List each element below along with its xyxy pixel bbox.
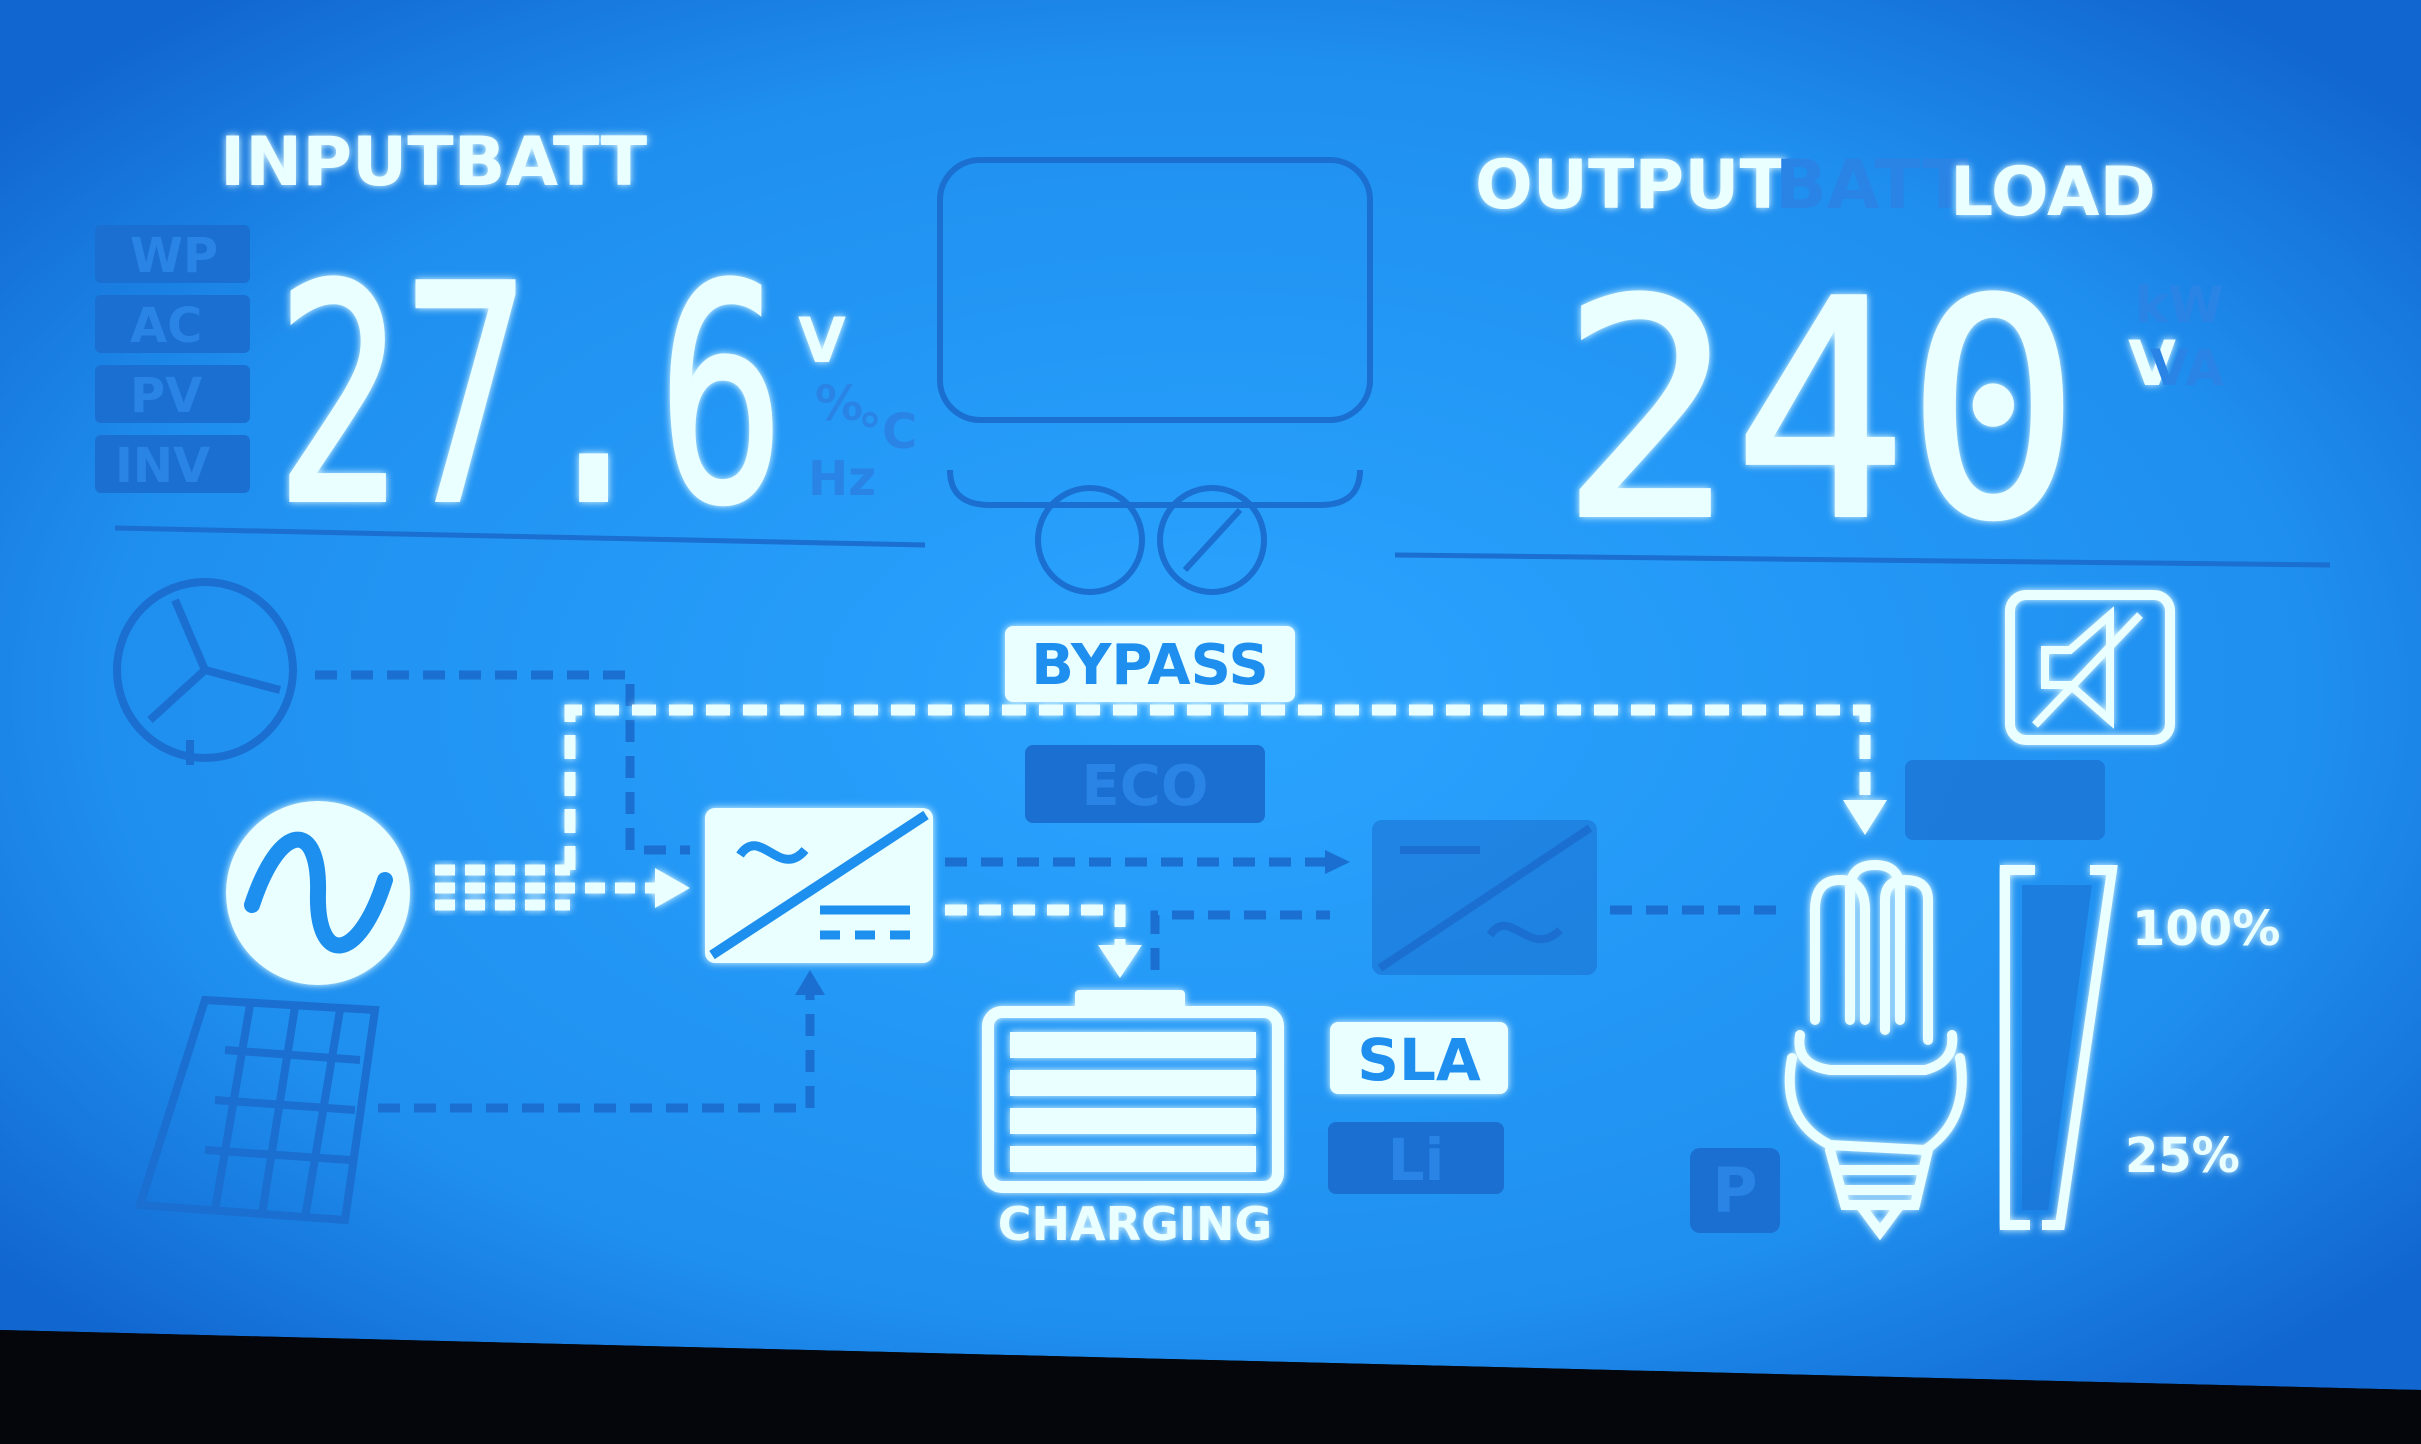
right-divider: [1394, 552, 2331, 568]
ghost-mode-list: [95, 225, 250, 493]
bypass-label: BYPASS: [1031, 633, 1269, 698]
program-badge: [1690, 1148, 1780, 1233]
dc-ac-inverter-icon: [1372, 820, 1597, 975]
ghost-mode-pv: PV: [130, 368, 202, 424]
solar-panel-icon: [134, 995, 380, 1225]
speaker-mute-icon: [2005, 590, 2175, 745]
input-value: 27.6: [275, 222, 785, 571]
ghost-battery-inverter-line: [1150, 910, 1330, 970]
ghost-centre-frame: [937, 157, 1373, 595]
ghost-wrench-icon: [1157, 485, 1267, 595]
ghost-solar-flow-line: [378, 990, 815, 1113]
grid-input-flow-line: [435, 864, 690, 911]
load-meter-ghost-fill: [2022, 885, 2092, 1210]
bypass-flow-line: [564, 704, 1887, 870]
input-label: INPUTBATT: [220, 123, 648, 202]
output-label: OUTPUT: [1475, 146, 1786, 225]
eco-badge: [1025, 745, 1265, 823]
ghost-unit-celsius: °C: [858, 404, 917, 460]
ghost-mode-wp: WP: [130, 228, 218, 284]
load-meter: [2000, 865, 2118, 1230]
battery-type-sla: SLA: [1357, 1026, 1481, 1094]
ghost-battery-level: [1905, 760, 2105, 840]
program-label: P: [1712, 1154, 1757, 1227]
cfl-bulb-icon: [1784, 859, 1967, 1241]
ghost-mode-ac: AC: [130, 298, 202, 354]
ghost-fan-icon: [1035, 485, 1145, 595]
ac-wave-icon: [226, 801, 410, 985]
output-value: 240: [1560, 237, 2080, 586]
bypass-badge: [1005, 626, 1295, 702]
eco-label: ECO: [1082, 754, 1209, 819]
wind-turbine-icon: [113, 578, 297, 765]
battery-type-li-badge: [1328, 1122, 1504, 1194]
ghost-unit-hz: Hz: [808, 451, 876, 507]
output-unit: V: [2128, 327, 2176, 400]
battery-icon: [982, 990, 1284, 1193]
input-unit: V: [798, 304, 846, 377]
battery-type-sla-badge: [1330, 1022, 1508, 1094]
battery-type-li: Li: [1388, 1126, 1445, 1194]
charging-label: CHARGING: [998, 1197, 1272, 1251]
left-divider: [114, 525, 926, 548]
load-meter-bottom-label: 25%: [2125, 1128, 2240, 1184]
ghost-batt-label: BATT: [1775, 146, 1969, 225]
ghost-unit-va: VA: [2150, 339, 2224, 397]
load-meter-top-label: 100%: [2132, 901, 2280, 957]
ghost-mode-inv: INV: [115, 438, 210, 494]
charging-flow-line: [945, 904, 1142, 978]
ghost-unit-kw: kW: [2135, 276, 2223, 334]
ac-dc-converter-icon: [705, 808, 933, 963]
load-label: LOAD: [1950, 153, 2156, 232]
ghost-unit-percent: %: [815, 376, 863, 432]
ghost-wind-flow-line: [315, 670, 690, 855]
